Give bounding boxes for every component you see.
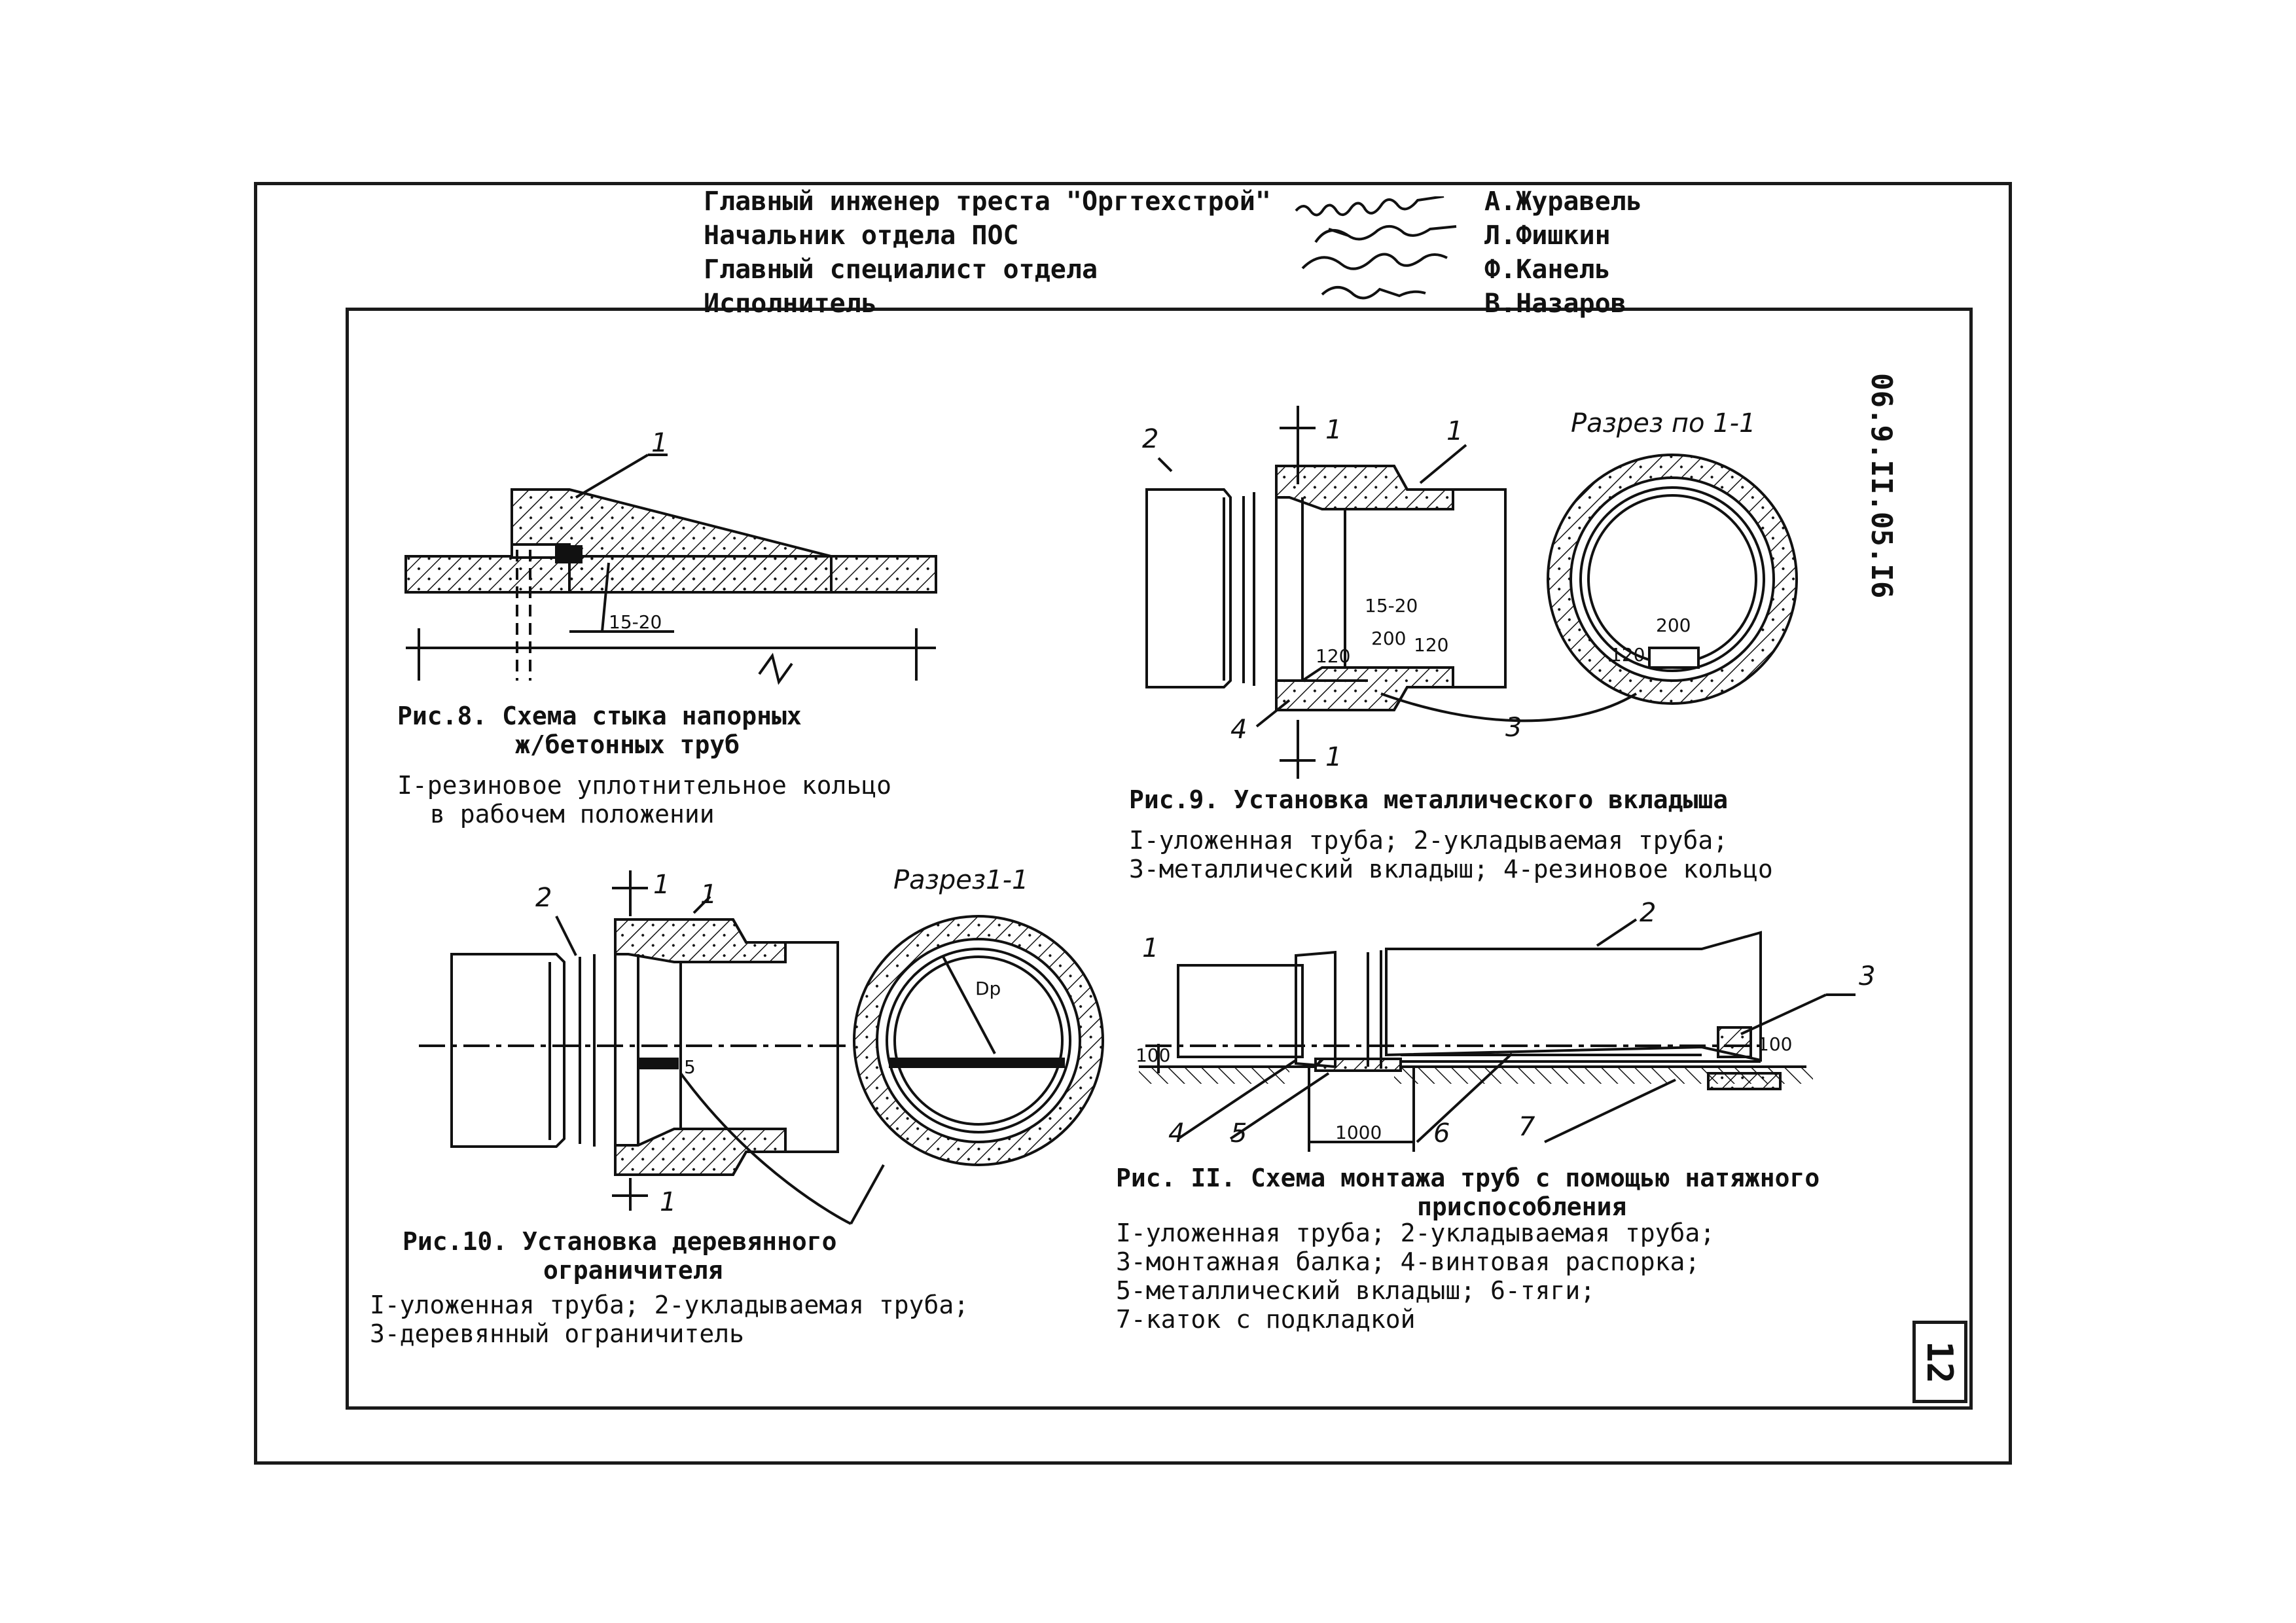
fig10-dim-2: Dp bbox=[975, 978, 1001, 999]
fig9-section-mark-bottom: 1 bbox=[1325, 742, 1342, 772]
name-line: А.Журавель bbox=[1484, 187, 1642, 217]
note-line: I-резиновое уплотнительное кольцо bbox=[397, 771, 891, 800]
fig8-caption: Рис.8. Схема стыка напорных ж/бетонных т… bbox=[397, 702, 802, 759]
fig10-dim-1: 5 bbox=[684, 1056, 696, 1078]
fig10-label-2: 2 bbox=[535, 883, 552, 913]
signatories-names: А.Журавель Л.Фишкин Ф.Канель В.Назаров bbox=[1484, 185, 1642, 321]
fig11-label-1: 1 bbox=[1142, 933, 1158, 963]
caption-line: Рис. II. Схема монтажа труб с помощью на… bbox=[1116, 1164, 1820, 1192]
fig9-dim-2: 200 bbox=[1371, 628, 1406, 649]
fig8-note: I-резиновое уплотнительное кольцо в рабо… bbox=[397, 771, 891, 829]
caption-line: Рис.8. Схема стыка напорных bbox=[397, 702, 802, 730]
fig10-label-1: 1 bbox=[700, 880, 717, 910]
name-line: В.Назаров bbox=[1484, 289, 1626, 319]
fig11-dim-2: 1000 bbox=[1335, 1122, 1382, 1143]
fig11-label-6: 6 bbox=[1433, 1118, 1450, 1149]
fig9-section-title: Разрез по 1-1 bbox=[1571, 408, 1756, 438]
fig8-dim: 15-20 bbox=[609, 611, 662, 633]
page-number-box: 12 bbox=[1912, 1321, 1967, 1403]
legend-line: 3-монтажная балка; 4-винтовая распорка; bbox=[1116, 1247, 1700, 1276]
signatories-titles: Главный инженер треста "Оргтехстрой" Нач… bbox=[704, 185, 1271, 321]
fig9-label-1: 1 bbox=[1446, 416, 1463, 446]
fig9-dim-1: 15-20 bbox=[1365, 595, 1418, 616]
fig9-legend: I-уложенная труба; 2-укладываемая труба;… bbox=[1129, 826, 1773, 883]
note-line: в рабочем положении bbox=[430, 800, 715, 829]
caption-line: Рис.10. Установка деревянного bbox=[403, 1227, 837, 1256]
fig11-legend: I-уложенная труба; 2-укладываемая труба;… bbox=[1116, 1219, 1715, 1334]
fig11-label-5: 5 bbox=[1230, 1118, 1247, 1149]
legend-line: 7-каток с подкладкой bbox=[1116, 1305, 1416, 1334]
title-line: Начальник отдела ПОС bbox=[704, 221, 1019, 251]
handwritten-signatures bbox=[1295, 196, 1457, 300]
fig8-joint-drawing bbox=[404, 454, 937, 685]
fig11-dim-1: 100 bbox=[1136, 1044, 1170, 1066]
fig8-label-1: 1 bbox=[651, 428, 668, 458]
fig11-caption: Рис. II. Схема монтажа труб с помощью на… bbox=[1116, 1164, 1820, 1221]
title-line: Главный инженер треста "Оргтехстрой" bbox=[704, 187, 1271, 217]
fig9-label-2: 2 bbox=[1142, 424, 1158, 454]
inner-frame bbox=[346, 308, 1973, 1410]
fig11-label-3: 3 bbox=[1859, 961, 1875, 991]
fig10-caption: Рис.10. Установка деревянного ограничите… bbox=[403, 1227, 836, 1285]
title-line: Главный специалист отдела bbox=[704, 255, 1098, 285]
outer-frame bbox=[254, 182, 2012, 1465]
fig11-label-2: 2 bbox=[1640, 898, 1656, 928]
legend-line: I-уложенная труба; 2-укладываемая труба; bbox=[1129, 826, 1729, 855]
fig9-drawing bbox=[1145, 406, 1798, 779]
name-line: Л.Фишкин bbox=[1484, 221, 1611, 251]
fig11-label-4: 4 bbox=[1168, 1118, 1185, 1149]
fig10-section-mark-top: 1 bbox=[653, 870, 670, 900]
fig10-legend: I-уложенная труба; 2-укладываемая труба;… bbox=[370, 1291, 969, 1348]
legend-line: 3-деревянный ограничитель bbox=[370, 1319, 744, 1348]
fig10-section-title: Разрез1-1 bbox=[893, 865, 1029, 895]
legend-line: 3-металлический вкладыш; 4-резиновое кол… bbox=[1129, 855, 1773, 883]
fig9-dim-3: 120 bbox=[1316, 645, 1350, 667]
fig9-label-4: 4 bbox=[1230, 715, 1247, 745]
fig9-dim-6: 120 bbox=[1610, 644, 1645, 666]
fig9-caption: Рис.9. Установка металлического вкладыша bbox=[1129, 785, 1729, 814]
caption-line: ограничителя bbox=[543, 1256, 723, 1285]
fig10-section-mark-bottom: 1 bbox=[660, 1187, 676, 1217]
fig9-label-3: 3 bbox=[1505, 713, 1522, 743]
name-line: Ф.Канель bbox=[1484, 255, 1611, 285]
fig11-dim-3: 100 bbox=[1757, 1033, 1792, 1055]
caption-line: приспособления bbox=[1417, 1192, 1627, 1221]
fig9-section-mark-top: 1 bbox=[1325, 415, 1342, 445]
fig11-drawing bbox=[1139, 918, 1856, 1152]
fig9-dim-4: 120 bbox=[1414, 634, 1448, 656]
fig11-label-7: 7 bbox=[1518, 1112, 1535, 1142]
legend-line: I-уложенная труба; 2-укладываемая труба; bbox=[1116, 1219, 1715, 1247]
legend-line: 5-металлический вкладыш; 6-тяги; bbox=[1116, 1276, 1596, 1305]
legend-line: I-уложенная труба; 2-укладываемая труба; bbox=[370, 1291, 969, 1319]
title-line: Исполнитель bbox=[704, 289, 877, 319]
caption-line: ж/бетонных труб bbox=[515, 730, 740, 759]
fig9-dim-5: 200 bbox=[1656, 615, 1691, 636]
fig10-drawing bbox=[419, 870, 1104, 1225]
